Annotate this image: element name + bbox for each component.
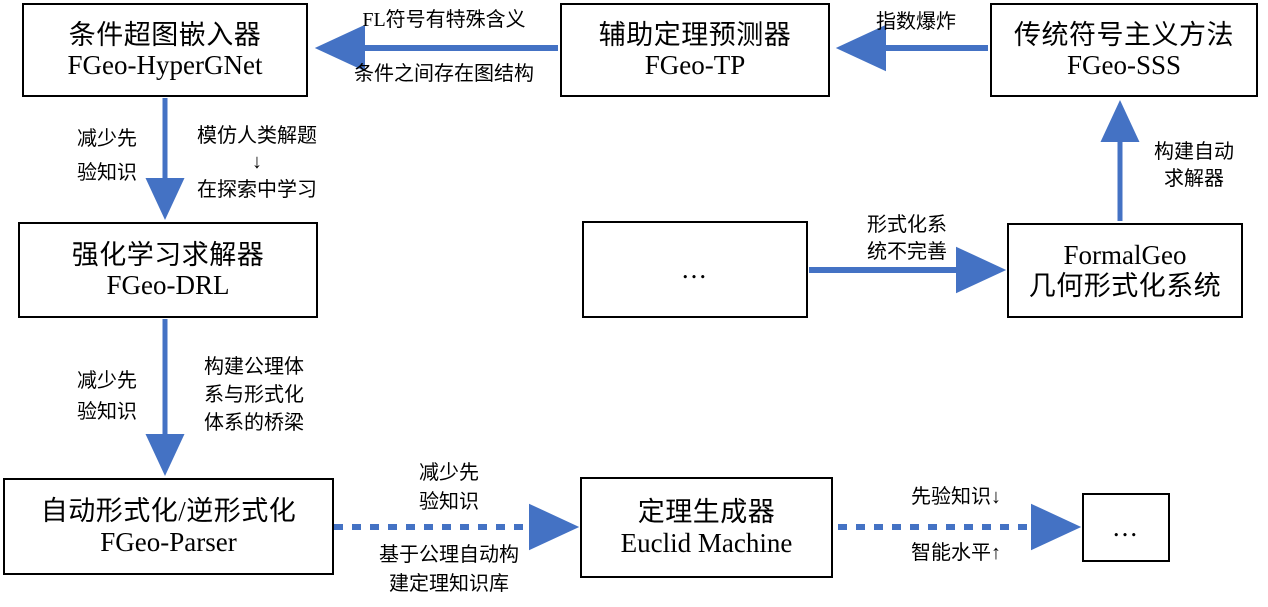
node-title-cn: 几何形式化系统 — [1028, 270, 1222, 301]
edge-label-drl-to-parser-left-line1: 减少先 — [77, 370, 137, 392]
edge-label-ellipsis-to-formalgeo-line2: 统不完善 — [867, 241, 947, 263]
edge-label-formalgeo-to-sss-line2: 求解器 — [1164, 168, 1224, 190]
node-title-en: Euclid Machine — [620, 527, 793, 558]
edge-label-drl-to-parser-left-line2: 验知识 — [77, 401, 137, 423]
edge-label-tp-to-hypergnet-bottom: 条件之间存在图结构 — [354, 63, 534, 85]
node-title-cn: 定理生成器 — [637, 497, 776, 528]
edge-label-hypergnet-to-drl-right-line2: 在探索中学习 — [197, 179, 317, 201]
edge-label-drl-to-parser-right-line2: 系与形式化 — [204, 384, 304, 406]
node-ellipsis-end[interactable]: ... — [1082, 493, 1170, 562]
edge-label-tp-to-hypergnet-top: FL符号有特殊含义 — [362, 9, 526, 31]
node-euclid-machine[interactable]: 定理生成器 Euclid Machine — [580, 477, 833, 578]
edge-label-euclid-to-end-bottom: 智能水平↑ — [911, 542, 1001, 564]
edge-label-parser-to-euclid-top-line2: 验知识 — [419, 491, 479, 513]
ellipsis-glyph: ... — [1112, 512, 1140, 543]
edge-label-parser-to-euclid-bottom-line1: 基于公理自动构 — [379, 544, 519, 566]
node-formalgeo[interactable]: FormalGeo 几何形式化系统 — [1007, 223, 1243, 318]
node-title-cn: 条件超图嵌入器 — [68, 19, 262, 50]
edge-label-drl-to-parser-right-line3: 体系的桥梁 — [204, 412, 304, 434]
node-title-en: FGeo-SSS — [1066, 50, 1182, 80]
edge-label-formalgeo-to-sss-line1: 构建自动 — [1154, 141, 1234, 163]
node-title-en: FGeo-HyperGNet — [67, 50, 263, 80]
node-title-cn: 自动形式化/逆形式化 — [40, 496, 297, 527]
edge-label-euclid-to-end-top: 先验知识↓ — [911, 486, 1001, 508]
edge-label-hypergnet-to-drl-left-line2: 验知识 — [77, 162, 137, 184]
edge-label-hypergnet-to-drl-right-arrow: ↓ — [252, 151, 262, 173]
node-title-en: FGeo-Parser — [100, 526, 237, 557]
node-title-cn: 强化学习求解器 — [71, 239, 265, 270]
node-fgeo-drl[interactable]: 强化学习求解器 FGeo-DRL — [18, 222, 318, 318]
edge-label-parser-to-euclid-top-line1: 减少先 — [419, 462, 479, 484]
node-title-en: FGeo-DRL — [106, 270, 230, 300]
ellipsis-glyph: ... — [681, 254, 709, 285]
edge-label-ellipsis-to-formalgeo-line1: 形式化系 — [867, 214, 947, 236]
node-ellipsis-middle[interactable]: ... — [582, 221, 808, 318]
node-fgeo-parser[interactable]: 自动形式化/逆形式化 FGeo-Parser — [3, 478, 334, 575]
edge-label-hypergnet-to-drl-right-line1: 模仿人类解题 — [197, 125, 317, 147]
node-fgeo-sss[interactable]: 传统符号主义方法 FGeo-SSS — [990, 3, 1258, 97]
edge-label-drl-to-parser-right-line1: 构建公理体 — [204, 356, 304, 378]
node-fgeo-tp[interactable]: 辅助定理预测器 FGeo-TP — [560, 3, 830, 97]
node-title-cn: 传统符号主义方法 — [1014, 19, 1234, 50]
node-title-en: FGeo-TP — [644, 50, 746, 80]
node-title-cn: 辅助定理预测器 — [598, 19, 792, 50]
edge-label-parser-to-euclid-bottom-line2: 建定理知识库 — [389, 573, 509, 595]
node-fgeo-hypergnet[interactable]: 条件超图嵌入器 FGeo-HyperGNet — [22, 3, 308, 97]
edge-label-hypergnet-to-drl-left-line1: 减少先 — [77, 128, 137, 150]
edge-label-sss-to-tp: 指数爆炸 — [876, 11, 956, 33]
node-title-en: FormalGeo — [1063, 240, 1187, 271]
